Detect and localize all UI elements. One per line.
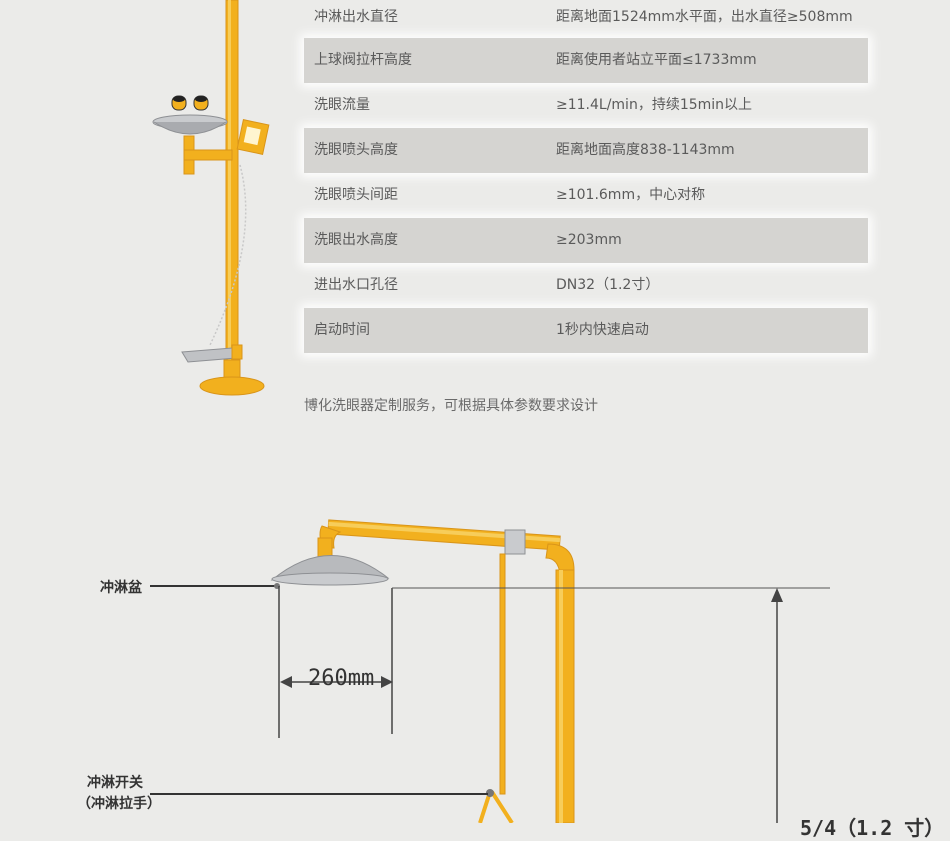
- label-shower-switch: 冲淋开关: [87, 775, 143, 791]
- spec-row: 启动时间 1秒内快速启动: [304, 308, 868, 353]
- spec-name: 进出水口孔径: [314, 277, 398, 293]
- shower-diagram-drawing: [150, 519, 830, 823]
- dimension-260mm: 260mm: [308, 666, 375, 691]
- spec-row: 进出水口孔径 DN32（1.2寸）: [304, 263, 868, 308]
- custom-service-note: 博化洗眼器定制服务，可根据具体参数要求设计: [304, 398, 598, 414]
- spec-value: ≥101.6mm，中心对称: [556, 187, 706, 203]
- spec-name: 洗眼喷头间距: [314, 187, 398, 203]
- spec-row: 上球阀拉杆高度 距离使用者站立平面≤1733mm: [304, 38, 868, 83]
- spec-value: DN32（1.2寸）: [556, 277, 660, 293]
- dimension-diagram: 冲淋盆 冲淋开关 （冲淋拉手） 260mm 5/4（1.2 寸）: [0, 470, 950, 840]
- spec-value: ≥11.4L/min，持续15min以上: [556, 97, 753, 113]
- spec-row: 洗眼流量 ≥11.4L/min，持续15min以上: [304, 83, 868, 128]
- spec-value: 距离使用者站立平面≤1733mm: [556, 52, 757, 68]
- spec-name: 洗眼喷头高度: [314, 142, 398, 158]
- spec-value: ≥203mm: [556, 232, 622, 248]
- spec-row: 冲淋出水直径 距离地面1524mm水平面，出水直径≥508mm: [304, 0, 868, 38]
- spec-value: 距离地面高度838-1143mm: [556, 142, 735, 158]
- spec-row: 洗眼喷头高度 距离地面高度838-1143mm: [304, 128, 868, 173]
- spec-name: 启动时间: [314, 322, 370, 338]
- spec-name: 洗眼流量: [314, 97, 370, 113]
- dimension-pipe-size: 5/4（1.2 寸）: [800, 816, 945, 840]
- label-shower-pull-handle: （冲淋拉手）: [77, 796, 161, 812]
- spec-name: 冲淋出水直径: [314, 9, 398, 25]
- spec-name: 上球阀拉杆高度: [314, 52, 412, 68]
- spec-value: 距离地面1524mm水平面，出水直径≥508mm: [556, 9, 853, 25]
- spec-table: 冲淋出水直径 距离地面1524mm水平面，出水直径≥508mm 上球阀拉杆高度 …: [304, 0, 868, 353]
- spec-row: 洗眼出水高度 ≥203mm: [304, 218, 868, 263]
- spec-row: 洗眼喷头间距 ≥101.6mm，中心对称: [304, 173, 868, 218]
- spec-name: 洗眼出水高度: [314, 232, 398, 248]
- label-shower-bowl: 冲淋盆: [100, 580, 142, 596]
- spec-value: 1秒内快速启动: [556, 322, 649, 338]
- eyewash-product-image: [152, 0, 270, 396]
